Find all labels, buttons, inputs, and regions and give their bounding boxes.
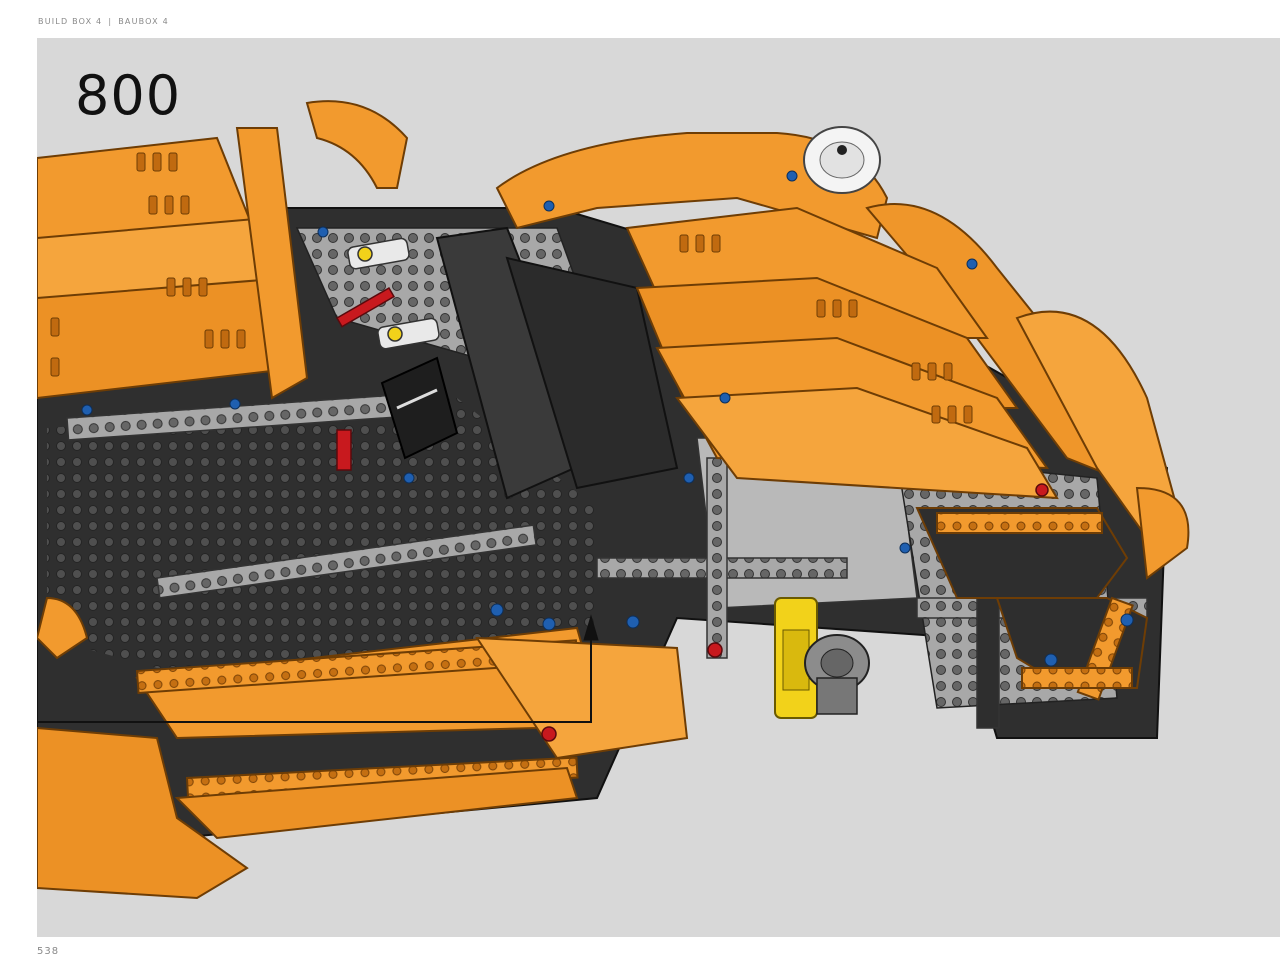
rear-frame <box>915 486 1190 701</box>
assembly-arrow-icon <box>37 614 599 723</box>
front-bumper <box>37 596 689 900</box>
step-number: 800 <box>75 64 182 127</box>
build-box-de-label: BAUBOX 4 <box>118 17 169 26</box>
yellow-gear-part <box>774 597 870 719</box>
left-body-panels <box>37 127 309 400</box>
white-wheel-part <box>803 126 881 194</box>
blue-pins <box>81 170 1134 667</box>
header-separator: | <box>108 17 113 26</box>
right-body-panels <box>625 206 1059 500</box>
shock-absorbers <box>347 237 440 350</box>
gt3rs-tile <box>380 356 459 460</box>
instruction-panel: 800 <box>37 38 1280 937</box>
model-illustration <box>37 100 1190 900</box>
page-number: 538 <box>37 946 60 957</box>
build-box-header: BUILD BOX 4 | BAUBOX 4 <box>38 17 169 26</box>
red-axles <box>335 286 1049 742</box>
build-box-en-label: BUILD BOX 4 <box>38 17 103 26</box>
